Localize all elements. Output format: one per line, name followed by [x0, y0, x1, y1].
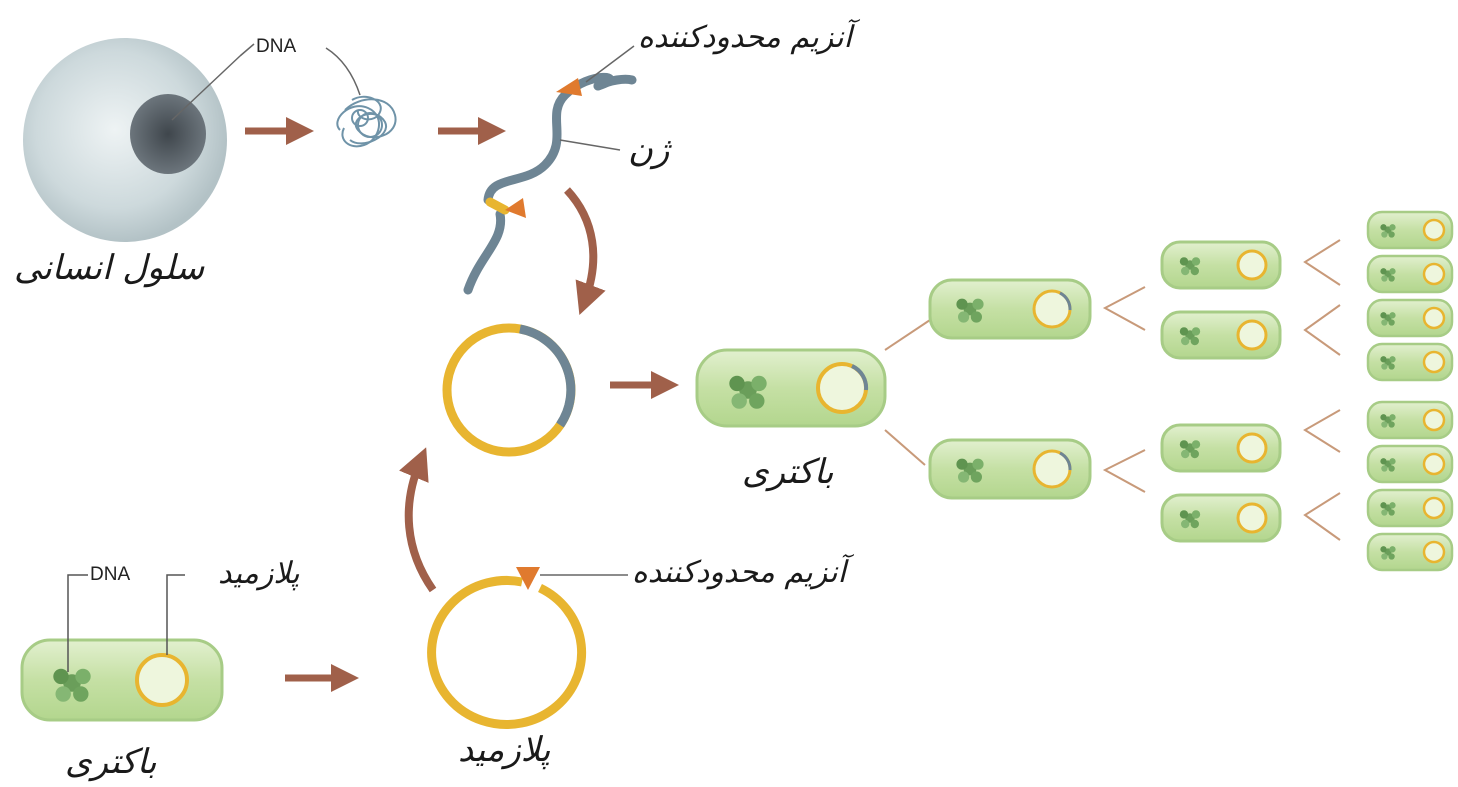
human-cell-label: سلول انسانی — [14, 248, 204, 288]
tangled-dna-icon — [337, 97, 395, 147]
cell-nucleus — [130, 94, 206, 174]
restriction-enzyme-label-top: آنزیم محدودکننده — [638, 20, 852, 55]
arrow-gene-to-recombinant — [567, 190, 593, 300]
restriction-enzyme-top-icon — [556, 78, 582, 96]
arrow-plasmid-to-recombinant — [409, 462, 433, 590]
gene-pointer-line — [560, 140, 620, 150]
human-cell — [23, 38, 227, 242]
plasmid-label-cut: پلازمید — [458, 730, 551, 770]
gene-label: ژن — [628, 130, 669, 170]
donor-bacterium — [22, 640, 222, 720]
bacterium-label-middle: باکتری — [742, 452, 834, 492]
recombinant-plasmid — [447, 328, 571, 452]
dna-label-bottom: DNA — [90, 564, 130, 586]
bacteria-generation-1 — [930, 280, 1090, 498]
gene-strand — [468, 77, 632, 290]
bacterium-label-bottom: باکتری — [65, 742, 157, 782]
dna-label-top: DNA — [256, 36, 296, 58]
restriction-enzyme-label-bottom: آنزیم محدودکننده — [632, 555, 846, 590]
recombinant-bacterium — [697, 350, 885, 426]
restriction-enzyme-gene-icon — [505, 198, 526, 218]
bacteria-generation-2 — [1162, 242, 1280, 541]
plasmid-label-bottom-left: پلازمید — [218, 556, 300, 591]
cut-plasmid — [432, 580, 582, 724]
bacteria-generation-3 — [1368, 212, 1452, 570]
